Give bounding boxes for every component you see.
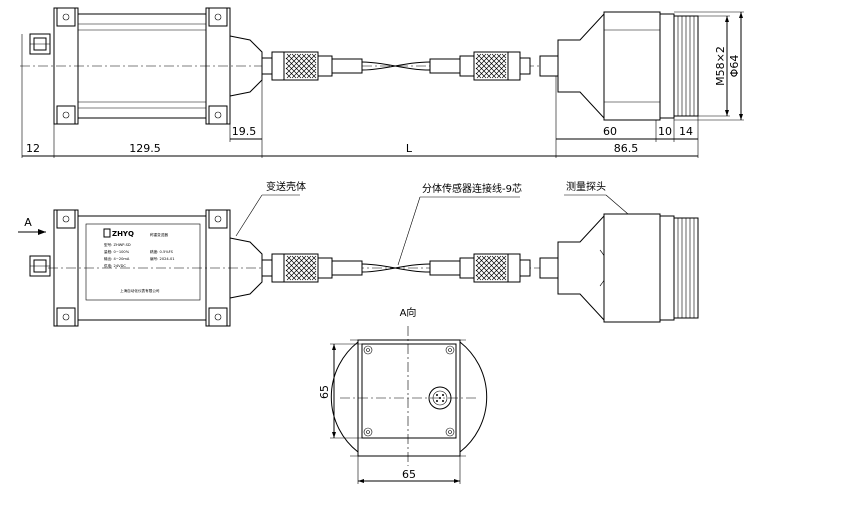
label-transmitter-housing: 变送壳体	[266, 180, 306, 193]
nameplate-line-1: 称重变送器	[150, 232, 168, 237]
mid-probe	[539, 213, 699, 323]
nameplate-brand: ZHYQ	[112, 230, 134, 238]
nameplate-line-5: 供电: 24VDC	[104, 263, 126, 268]
dim-86-5: 86.5	[614, 142, 639, 155]
label-probe: 测量探头	[566, 180, 606, 193]
dim-a-width: 65	[402, 468, 416, 481]
dim-129-5: 129.5	[129, 142, 161, 155]
nameplate-line-4: 输出: 4~20mA	[104, 256, 130, 261]
top-dimensions	[21, 11, 744, 158]
view-arrow-label: A	[24, 216, 32, 229]
label-cable: 分体传感器连接线-9芯	[422, 182, 522, 195]
dim-19-5: 19.5	[232, 125, 257, 138]
view-a-title: A向	[400, 306, 417, 319]
top-cable	[20, 51, 560, 81]
nameplate-line-2: 型号: ZHWP-SD	[104, 242, 131, 247]
dim-60: 60	[603, 125, 617, 138]
nameplate: ZHYQ 称重变送器 型号: ZHWP-SD 量程: 0~100% 输出: 4~…	[85, 223, 201, 301]
dim-12: 12	[26, 142, 40, 155]
dim-10: 10	[658, 125, 672, 138]
dim-L: L	[406, 142, 413, 155]
knurl-pattern	[285, 255, 507, 281]
nameplate-footer: 上海自动化仪表有限公司	[120, 288, 160, 293]
nameplate-line-3: 量程: 0~100%	[104, 249, 130, 254]
dim-14: 14	[679, 125, 693, 138]
nameplate-line-6: 精度: 0.5%FS	[150, 249, 174, 254]
dim-phi64: Φ64	[728, 55, 741, 78]
dim-a-height: 65	[318, 385, 331, 399]
mid-view-arrow	[18, 229, 46, 235]
a-view	[330, 326, 488, 484]
top-probe	[539, 11, 699, 121]
nameplate-line-7: 编号: 2024-01	[150, 256, 175, 261]
dim-m58: M58×2	[714, 46, 727, 86]
knurl-pattern	[285, 53, 507, 79]
leaders	[235, 194, 629, 266]
